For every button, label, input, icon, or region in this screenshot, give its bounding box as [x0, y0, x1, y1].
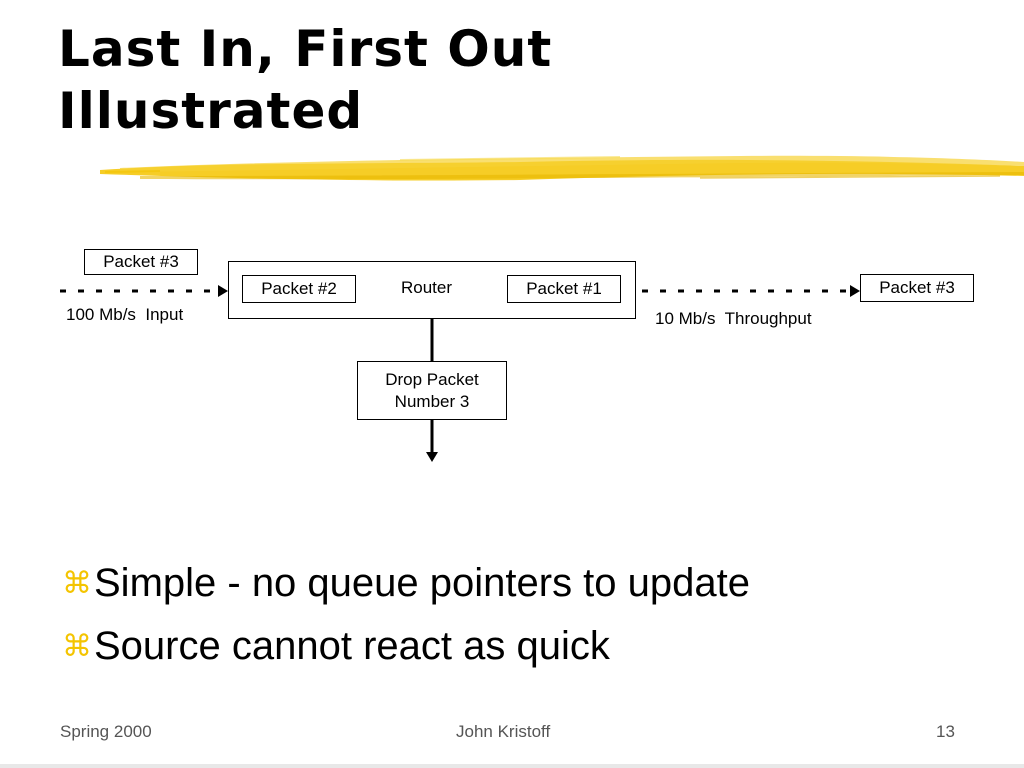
incoming-packet-box: Packet #3: [84, 249, 198, 275]
input-rate-label: 100 Mb/s Input: [66, 305, 184, 324]
bullet-item: ⌘Source cannot react as quick: [62, 615, 750, 678]
footer-divider: [0, 764, 1024, 768]
bullet-list: ⌘Simple - no queue pointers to update ⌘S…: [62, 552, 750, 678]
drop-packet-line-1: Drop Packet: [385, 369, 479, 389]
footer-date: Spring 2000: [60, 722, 152, 741]
slide-title: Last In, First Out Illustrated: [58, 18, 552, 142]
output-arrow-head: [850, 285, 860, 297]
bullet-text: Source cannot react as quick: [94, 624, 610, 668]
drop-packet-line-2: Number 3: [394, 391, 470, 411]
input-arrow-head: [218, 285, 228, 297]
bullet-item: ⌘Simple - no queue pointers to update: [62, 552, 750, 615]
footer-page-number: 13: [936, 722, 955, 741]
queue-packet-2: Packet #2: [242, 275, 356, 303]
bullet-text: Simple - no queue pointers to update: [94, 561, 750, 605]
drop-arrow-head: [426, 452, 438, 462]
queue-packet-1: Packet #1: [507, 275, 621, 303]
throughput-label: 10 Mb/s Throughput: [655, 309, 812, 328]
lifo-diagram: Packet #3 100 Mb/s Input Packet #2 Route…: [0, 240, 1024, 470]
router-label: Router: [401, 278, 453, 297]
command-key-icon: ⌘: [62, 629, 92, 664]
output-packet-box: Packet #3: [860, 274, 974, 302]
title-underline-brush: [100, 155, 1024, 181]
diagram-lines: [60, 285, 860, 462]
title-line-1: Last In, First Out: [58, 20, 553, 78]
drop-packet-box: Drop Packet Number 3: [357, 361, 507, 420]
footer-author: John Kristoff: [456, 722, 551, 741]
title-line-2: Illustrated: [58, 82, 364, 140]
command-key-icon: ⌘: [62, 566, 92, 601]
